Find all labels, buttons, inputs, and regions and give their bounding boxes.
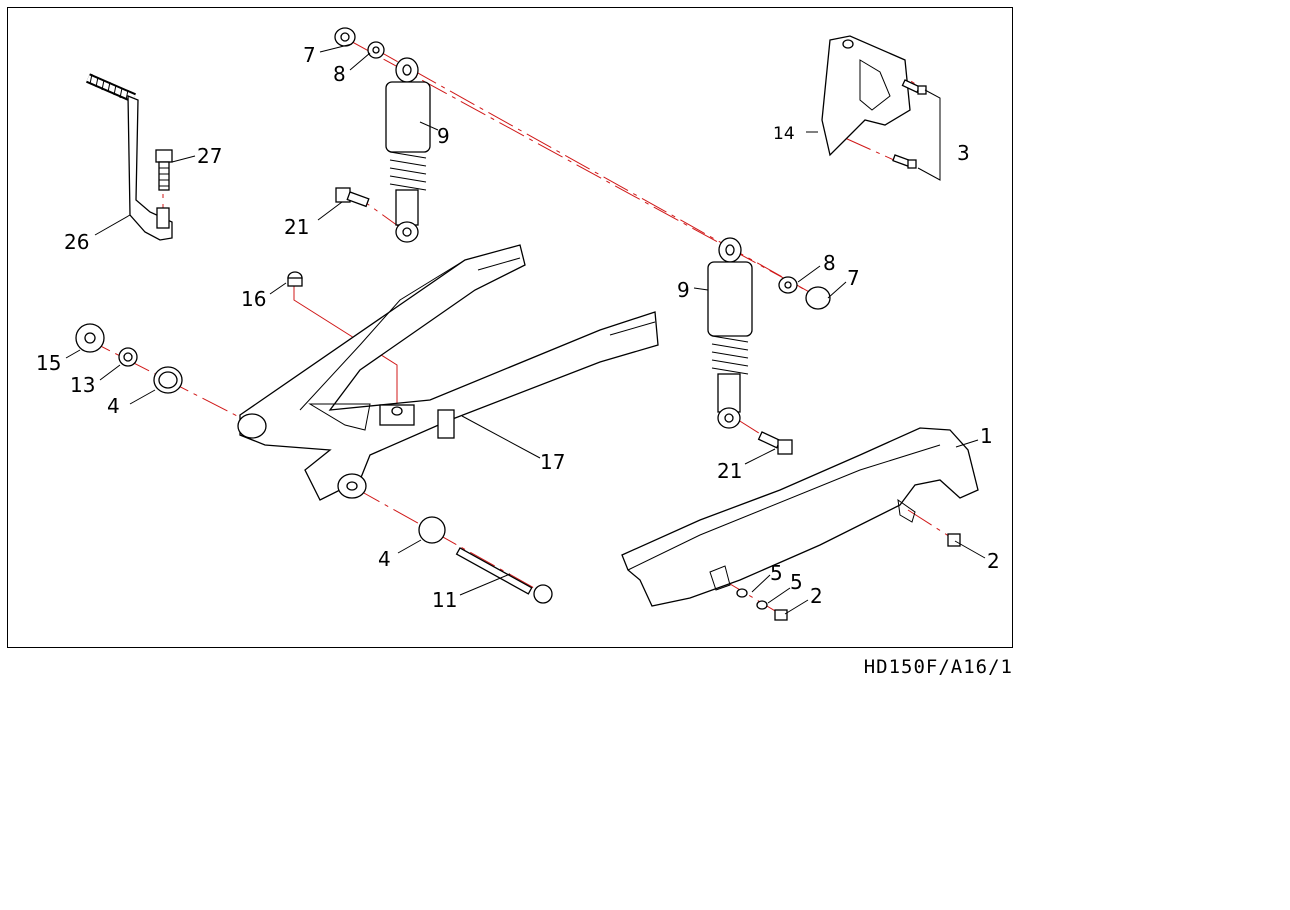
callout-5-left: 5 [770,561,783,585]
pivot-axis-front [354,487,546,595]
cover-screws [892,79,941,181]
callout-11: 11 [432,588,457,612]
callout-21-lower: 21 [717,459,742,483]
pivot-shaft [455,547,553,604]
callout-4-rear: 4 [107,394,120,418]
bushing-axis [293,284,398,410]
chain-cover-bracket [821,35,911,157]
callout-8-upper: 8 [333,62,346,86]
callout-7-upper: 7 [303,43,316,67]
shock-bottom-axis [734,417,779,446]
leader-lines [65,43,986,615]
callout-9-lower: 9 [677,278,690,302]
kickstart-bolt [155,149,173,191]
callout-labels: 1 2 2 3 4 4 5 5 7 7 8 8 9 9 11 13 14 15 … [36,43,1000,612]
lower-cap-nut [805,286,831,310]
callout-4-front: 4 [378,547,391,571]
callout-26: 26 [64,230,89,254]
pivot-nut [75,323,105,353]
callout-8-lower: 8 [823,251,836,275]
upper-nut [334,27,356,47]
bushing [287,271,303,287]
upper-shock-bolt [335,187,370,208]
lower-shock-bolt [757,431,793,455]
pivot-collar-front [418,516,446,544]
callout-9-upper: 9 [437,124,450,148]
kickstart-lever [86,73,173,241]
callout-17: 17 [540,450,565,474]
callout-14: 14 [773,124,795,144]
callout-16: 16 [241,287,266,311]
callout-27: 27 [197,144,222,168]
shock-absorber-lower [707,237,753,429]
callout-21-upper: 21 [284,215,309,239]
pivot-collar-rear [153,366,183,394]
shock-absorber-upper [385,57,431,243]
callout-2-upper: 2 [987,549,1000,573]
pivot-washer [118,347,138,367]
callout-1: 1 [980,424,993,448]
upper-washer [367,41,385,59]
swing-arm [237,244,659,501]
diagram-frame [7,7,1013,648]
callout-15: 15 [36,351,61,375]
callout-2-lower: 2 [810,584,823,608]
chain-case [621,427,979,607]
chaincase-axis [907,509,956,541]
callout-3: 3 [957,141,970,165]
callout-7-lower: 7 [847,266,860,290]
chain-case-fasteners [736,533,961,621]
callout-13: 13 [70,373,95,397]
lower-washer [778,276,798,294]
callout-5-right: 5 [790,570,803,594]
diagram-reference-code: HD150F/A16/1 [863,656,1013,678]
